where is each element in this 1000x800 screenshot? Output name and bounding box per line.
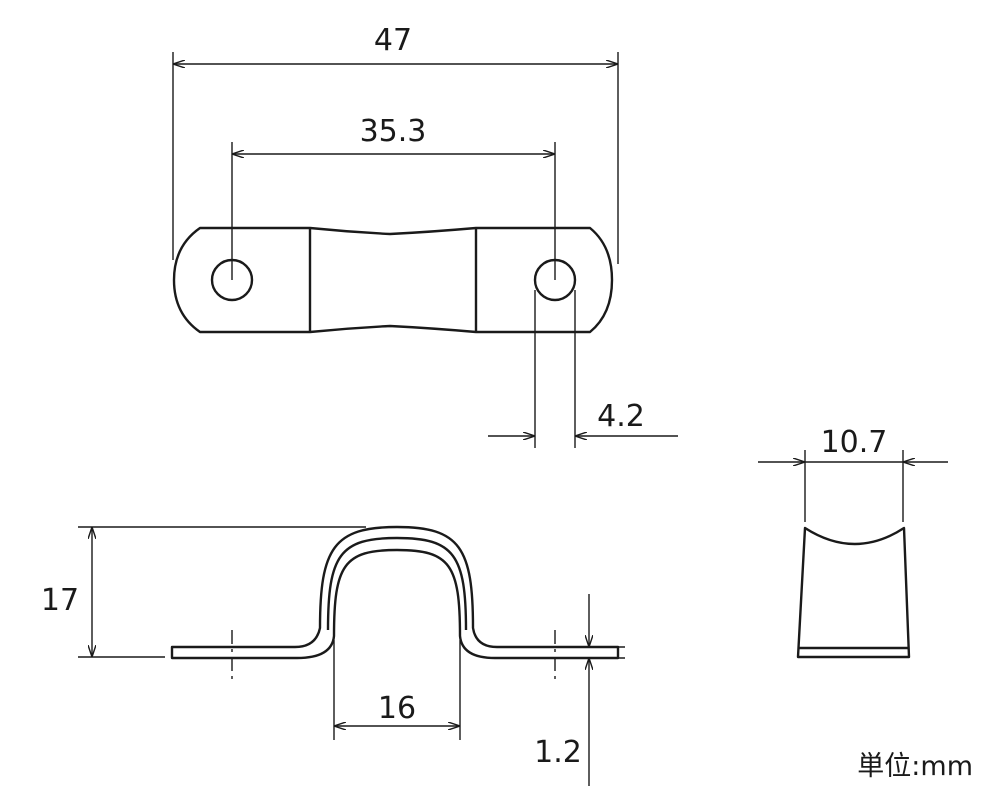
dimension-label-hole-diameter: 4.2: [597, 399, 645, 434]
side-view: 10.7: [758, 425, 948, 659]
dimension-label-overall-length: 47: [374, 23, 412, 58]
strap-outline: [172, 226, 614, 334]
dimension-label-thickness: 1.2: [534, 735, 582, 770]
top-view: 47 35.3 4.2: [172, 23, 678, 448]
dimension-label-height: 17: [41, 583, 79, 618]
strap-side-outline: [796, 526, 911, 659]
dimension-label-hole-pitch: 35.3: [360, 114, 427, 149]
strap-profile: [170, 525, 620, 660]
front-view: 17 16 1.2: [41, 525, 625, 786]
unit-note: 単位:mm: [857, 751, 973, 782]
strap-inner-edge: [326, 536, 468, 631]
dimension-label-width: 10.7: [821, 425, 888, 460]
dimension-label-inner-width: 16: [378, 691, 416, 726]
